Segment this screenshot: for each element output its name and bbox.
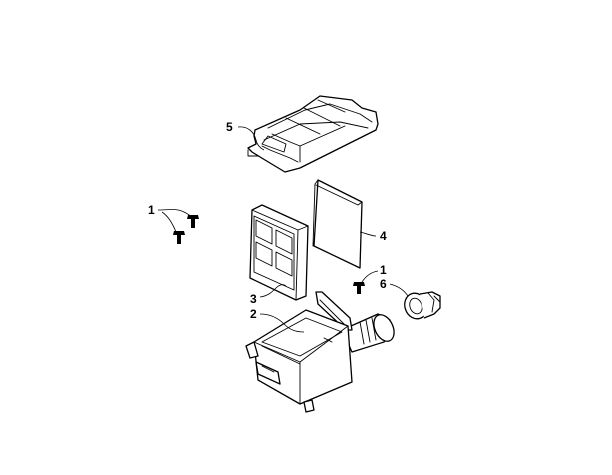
callout-lid: 5: [226, 120, 233, 134]
screw-left-lower: [173, 231, 185, 244]
callout-foam-filter: 4: [380, 229, 387, 243]
screw-right: [353, 282, 365, 294]
callout-cap: 6: [380, 277, 387, 291]
callout-screw-left: 1: [148, 203, 155, 217]
cap-plug: [404, 291, 441, 320]
air-box-lid: [247, 95, 379, 173]
air-box-housing: [245, 291, 395, 413]
callout-housing: 2: [250, 307, 257, 321]
callout-screw-right: 1: [380, 263, 387, 277]
paper-filter-element: [249, 204, 309, 301]
foam-pre-filter: [312, 179, 363, 269]
callout-paper-filter: 3: [250, 292, 257, 306]
leader-lines: [157, 126, 409, 333]
screw-left-upper: [187, 215, 199, 228]
